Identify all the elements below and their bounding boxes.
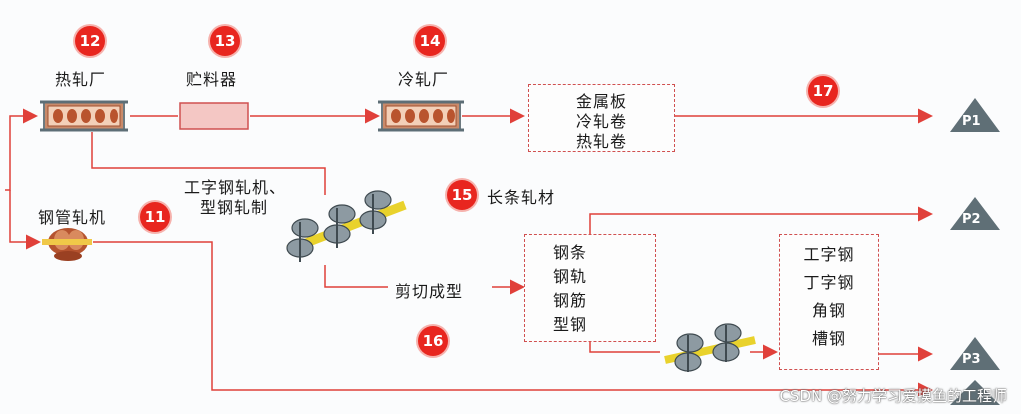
section-product-item: 工字钢 [803, 245, 855, 264]
sheet-products-box: 金属板 冷轧卷 热轧卷 [528, 84, 675, 152]
bar-products-box: 钢条 钢轨 钢筋 型钢 [524, 234, 656, 342]
output-p2-label: P2 [962, 212, 981, 227]
to-p2-line [589, 206, 933, 234]
cold-mill-label: 冷轧厂 [398, 70, 450, 89]
tube-to-output-line [93, 241, 933, 398]
bar-product-item: 钢筋 [553, 291, 588, 310]
bar-product-item: 钢条 [553, 243, 588, 262]
hot-to-section-line [91, 132, 326, 195]
input-line-top [5, 108, 38, 191]
output-triangles [950, 98, 1000, 405]
tube-mill-label: 钢管轧机 [38, 208, 107, 227]
cut-form-label: 剪切成型 [395, 282, 464, 301]
storage-label: 贮料器 [186, 70, 238, 89]
output-p1-label: P1 [962, 114, 981, 129]
storage-icon [179, 102, 249, 130]
section-product-item: 槽钢 [811, 329, 846, 348]
p4-triangle [950, 380, 1000, 405]
watermark-text: CSDN @努力学习爱摸鱼的工程师 [779, 387, 1007, 405]
hot-mill-label: 热轧厂 [55, 70, 107, 89]
cold-mill-icon [378, 100, 464, 132]
badge-17: 17 [808, 76, 838, 106]
ibeam-mill-label-line1: 工字钢轧机、 [184, 178, 287, 197]
badge-12: 12 [75, 26, 105, 56]
input-line-bottom [9, 190, 41, 250]
badge-16: 16 [418, 326, 448, 356]
sheet-product-item: 冷轧卷 [575, 112, 627, 131]
p1-triangle [950, 98, 1000, 132]
bar-product-item: 型钢 [553, 315, 588, 334]
badge-15: 15 [447, 180, 477, 210]
long-products-label: 长条轧材 [487, 188, 556, 207]
output-p3-label: P3 [962, 352, 981, 367]
p2-triangle [950, 197, 1000, 230]
ibeam-mill-label-line2: 型钢轧制 [200, 198, 269, 217]
badge-14: 14 [415, 26, 445, 56]
bar-product-item: 钢轨 [553, 267, 588, 286]
sheet-product-item: 金属板 [575, 92, 627, 111]
box-to-rolls-line [589, 340, 660, 353]
section-products-box: 工字钢 丁字钢 角钢 槽钢 [779, 234, 879, 370]
badge-13: 13 [210, 26, 240, 56]
section-product-item: 角钢 [811, 301, 846, 320]
p3-triangle [950, 337, 1000, 370]
sheet-product-item: 热轧卷 [575, 132, 627, 151]
section-rolls-icon [664, 323, 756, 372]
badge-11: 11 [140, 202, 170, 232]
mill-to-cut-line [324, 265, 388, 288]
hot-mill-icon [40, 100, 128, 132]
section-mill-icon [286, 190, 407, 262]
tube-mill-icon [42, 228, 92, 261]
section-product-item: 丁字钢 [803, 273, 855, 292]
